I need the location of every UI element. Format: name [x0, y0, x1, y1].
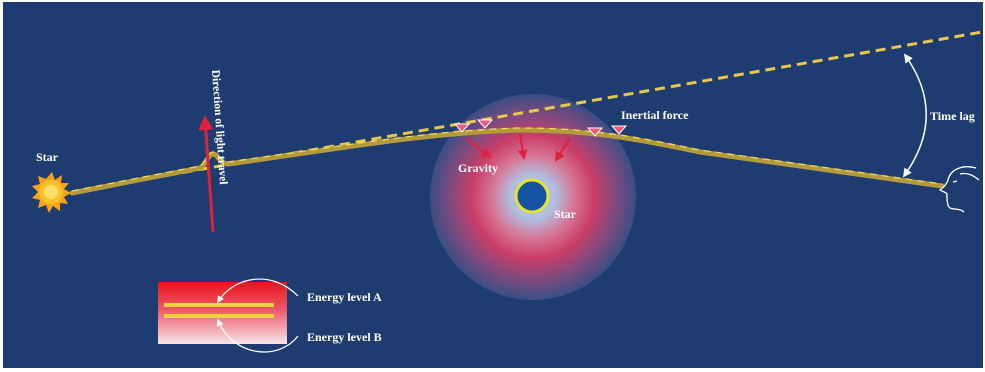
- inertial-force-label: Inertial force: [621, 108, 689, 122]
- energy-b-pointer: [216, 318, 299, 353]
- source-star-label: Star: [36, 150, 59, 164]
- observer-face-icon: [938, 166, 980, 213]
- bent-light-path-highlight: [71, 127, 943, 192]
- gravity-label: Gravity: [458, 161, 498, 175]
- bent-light-path: [69, 127, 945, 196]
- central-star-label: Star: [554, 207, 577, 221]
- direction-arrow: [198, 115, 215, 233]
- central-star-ring: [514, 178, 550, 214]
- energy-level-b-label: Energy level B: [307, 330, 382, 344]
- time-lag-label: Time lag: [930, 109, 975, 123]
- energy-level-a-line: [164, 303, 274, 307]
- energy-level-a-label: Energy level A: [307, 290, 382, 304]
- central-star: [516, 180, 548, 212]
- time-lag-arc: [902, 53, 927, 178]
- gravity-arrows: [465, 133, 571, 162]
- energy-a-pointer: [217, 278, 299, 304]
- energy-level-box: [158, 282, 287, 344]
- inertial-force-markers: [453, 119, 628, 137]
- energy-level-b-line: [164, 314, 274, 318]
- sun-icon: [32, 172, 71, 213]
